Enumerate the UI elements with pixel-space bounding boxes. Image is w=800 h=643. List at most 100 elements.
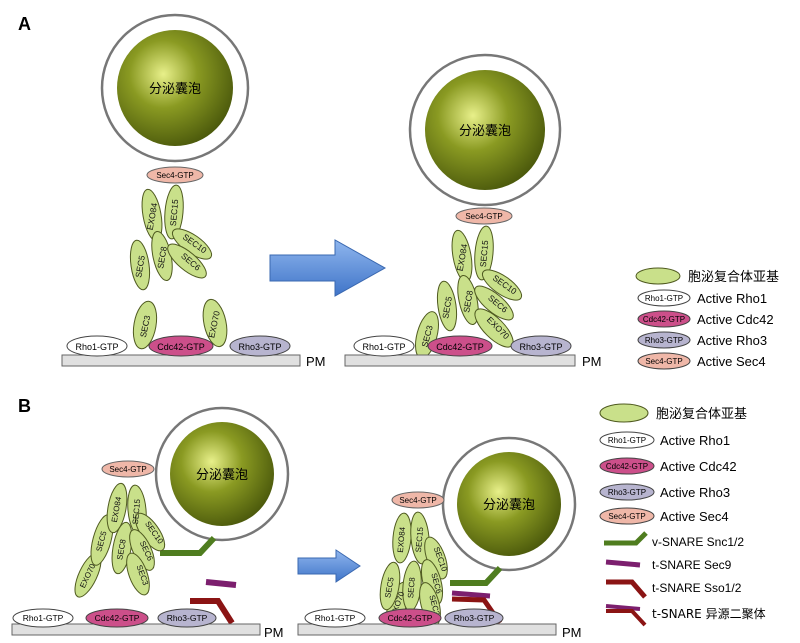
sec8-subunit [457, 274, 479, 326]
t-snare-sec9 [205, 579, 237, 588]
legend-complex-label: t-SNARE 异源二聚体 [652, 607, 766, 621]
vesicle-label: 分泌囊泡 [149, 81, 201, 97]
sec3-subunit [132, 300, 158, 350]
sec5-subunit [436, 280, 458, 332]
rho3-badge [157, 608, 217, 628]
legend-rho1-label: Active Rho1 [697, 291, 767, 306]
rho3-label: Rho3-GTP [238, 342, 281, 352]
legend-cdc42-label: Active Cdc42 [697, 312, 774, 327]
v-snare [160, 535, 217, 556]
rho1-badge [66, 335, 128, 357]
rho1-badge [12, 608, 74, 628]
rho3-label: Rho3-GTP [454, 613, 495, 623]
legend-complex-sso [606, 609, 647, 627]
transition-arrow [297, 549, 361, 583]
sec8-label: SEC8 [155, 245, 169, 269]
legend-rho1-label: Active Rho1 [660, 433, 730, 448]
sec5-subunit [129, 239, 151, 291]
pm-label: PM [264, 625, 284, 640]
sec10-subunit [481, 269, 523, 301]
legend-rho3-badge-text: Rho3-GTP [645, 336, 683, 345]
legend-vsnare-swatch [604, 531, 648, 546]
legend-rho3-label: Active Rho3 [697, 333, 767, 348]
vesicle-core [457, 452, 561, 556]
legend-subunit-label: 胞泌复合体亚基 [656, 407, 747, 422]
legend-rho1-badge [599, 431, 655, 449]
sec8-label: SEC8 [406, 576, 417, 598]
legend-sec4-label: Active Sec4 [697, 354, 766, 369]
sec15-label: SEC15 [478, 240, 490, 268]
vesicle-label: 分泌囊泡 [483, 497, 535, 513]
legend-sec4-label: Active Sec4 [660, 509, 729, 524]
panel-a-right: 分泌囊泡 Sec4-GTP EXO84 SEC15 SEC10 SEC5 SEC… [344, 53, 602, 369]
transition-arrow [269, 239, 387, 297]
legend-rho3-badge [599, 483, 655, 501]
plasma-membrane [61, 354, 301, 367]
legend-a: 胞泌复合体亚基 Rho1-GTP Active Rho1 Cdc42-GTP A… [635, 267, 779, 370]
legend-rho3-badge [637, 331, 691, 349]
sec5-label: SEC5 [440, 295, 454, 319]
sec15-subunit [164, 184, 184, 240]
rho3-label: Rho3-GTP [167, 613, 208, 623]
sec4-label: Sec4-GTP [465, 212, 502, 221]
sec5-label: SEC5 [383, 576, 396, 599]
exo70-subunit [202, 298, 228, 348]
cdc42-badge [148, 335, 214, 357]
sec4-badge [391, 491, 445, 509]
legend-cdc42-badge [599, 457, 655, 475]
legend-subunit-label: 胞泌复合体亚基 [688, 270, 779, 285]
exo84-label: EXO84 [455, 243, 470, 272]
rho3-label: Rho3-GTP [519, 342, 562, 352]
sec6-subunit [167, 243, 207, 279]
sec4-label: Sec4-GTP [156, 171, 193, 180]
sec4-label: Sec4-GTP [109, 465, 146, 474]
legend-cdc42-label: Active Cdc42 [660, 459, 737, 474]
t-snare-sso [190, 598, 235, 625]
rho1-label: Rho1-GTP [75, 342, 118, 352]
v-snare [450, 565, 503, 586]
legend-rho3-label: Active Rho3 [660, 485, 730, 500]
legend-rho3-badge-text: Rho3-GTP [608, 488, 646, 497]
rho1-badge [353, 335, 415, 357]
legend-sso-label: t-SNARE Sso1/2 [652, 581, 742, 595]
legend-b: 胞泌复合体亚基 Rho1-GTP Active Rho1 Cdc42-GTP A… [599, 403, 766, 627]
pm-label: PM [306, 354, 326, 369]
legend-sec4-badge [599, 507, 655, 525]
exo84-label: EXO84 [145, 202, 160, 231]
sec15-label: SEC15 [131, 498, 142, 525]
cdc42-label: Cdc42-GTP [388, 613, 433, 623]
plasma-membrane [344, 354, 576, 367]
rho1-label: Rho1-GTP [23, 613, 64, 623]
legend-rho1-badge-text: Rho1-GTP [608, 436, 646, 445]
pm-label: PM [582, 354, 602, 369]
sec4-badge [146, 166, 204, 184]
rho3-badge [229, 335, 291, 357]
legend-rho1-badge-text: Rho1-GTP [645, 294, 683, 303]
vesicle-core [170, 422, 274, 526]
legend-cdc42-badge [637, 310, 691, 328]
vesicle-label: 分泌囊泡 [196, 467, 248, 483]
sec15-label: SEC15 [168, 199, 180, 227]
legend-cdc42-badge-text: Cdc42-GTP [606, 462, 648, 471]
sec5-label: SEC5 [133, 254, 147, 278]
panel-b-left: 分泌囊泡 Sec4-GTP EXO70 SEC5 EXO84 SEC8 SEC1… [11, 406, 290, 640]
panel-a-letter: A [18, 14, 31, 34]
rho1-badge [304, 608, 366, 628]
exo84-subunit [106, 482, 128, 534]
vesicle-core [425, 70, 545, 190]
sec8-label: SEC8 [115, 538, 128, 561]
sec6-subunit [474, 285, 514, 321]
panel-b-letter: B [18, 396, 31, 416]
cdc42-label: Cdc42-GTP [95, 613, 140, 623]
panel-b-right: 分泌囊泡 Sec4-GTP EXO70 SEC5 EXO84 SEC8 SEC1… [297, 436, 582, 640]
legend-complex-sec9 [605, 604, 641, 611]
cdc42-label: Cdc42-GTP [157, 342, 205, 352]
legend-sso-swatch [606, 579, 647, 599]
cdc42-label: Cdc42-GTP [436, 342, 484, 352]
sec4-badge [455, 207, 513, 225]
rho1-label: Rho1-GTP [315, 613, 356, 623]
rho3-badge [444, 608, 504, 628]
sec15-label: SEC15 [414, 526, 425, 553]
sec4-label: Sec4-GTP [399, 496, 436, 505]
